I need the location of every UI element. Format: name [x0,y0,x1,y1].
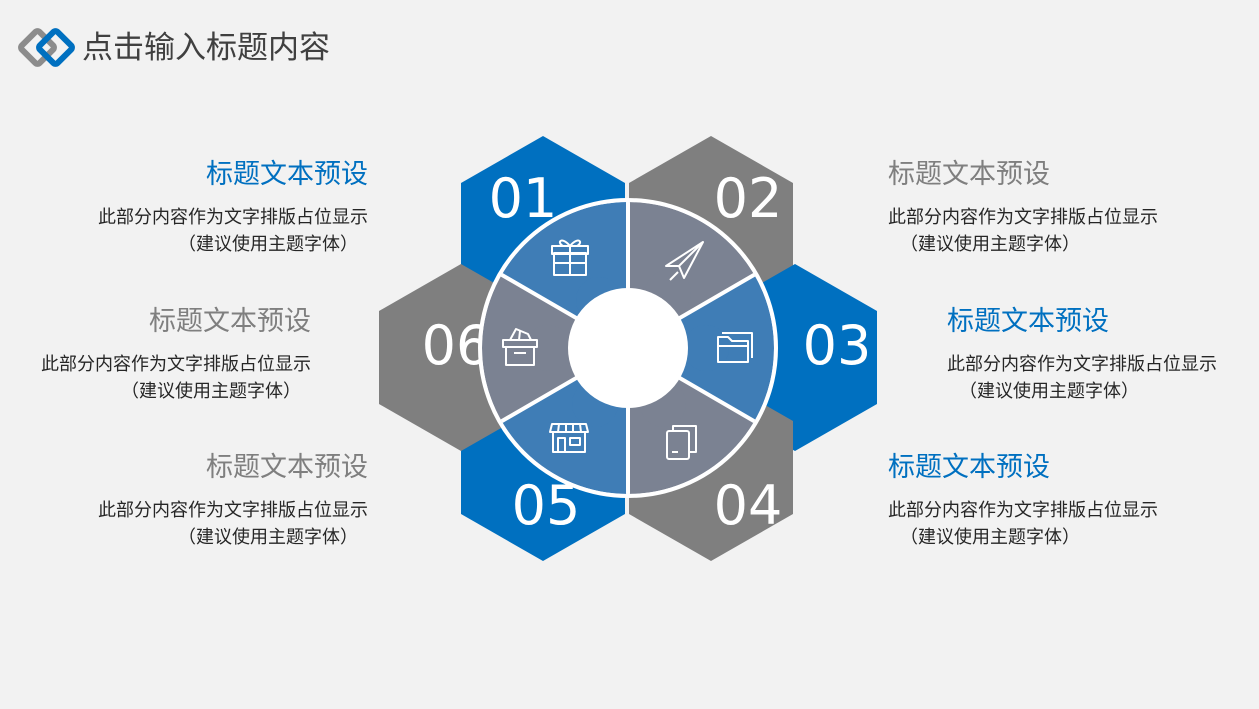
segment-desc-line1-05: 此部分内容作为文字排版占位显示 [98,500,368,521]
logo-icon [18,28,75,67]
segment-desc-line2-03: （建议使用主题字体） [959,381,1139,402]
segment-desc-line2-01: （建议使用主题字体） [178,234,358,255]
folder-icon [717,332,753,363]
segment-desc-line1-03: 此部分内容作为文字排版占位显示 [947,354,1217,375]
segment-number-01: 01 [489,167,558,230]
segment-desc-line2-05: （建议使用主题字体） [178,527,358,548]
segment-text-04: 标题文本预设 此部分内容作为文字排版占位显示 （建议使用主题字体） [888,451,1259,551]
segment-title-02: 标题文本预设 [888,159,1050,190]
gift-icon [551,239,589,276]
segment-title-04: 标题文本预设 [888,452,1050,483]
document-icon [666,425,697,460]
segment-desc-line1-02: 此部分内容作为文字排版占位显示 [888,207,1158,228]
box-icon [502,328,538,366]
paper-plane-icon [665,241,704,281]
segment-text-01: 标题文本预设 此部分内容作为文字排版占位显示 （建议使用主题字体） [0,158,368,258]
page-title: 点击输入标题内容 [82,30,330,66]
segment-number-03: 03 [803,314,872,377]
segment-title-06: 标题文本预设 [149,306,311,337]
segment-text-03: 标题文本预设 此部分内容作为文字排版占位显示 （建议使用主题字体） [947,305,1259,405]
segment-desc-line1-01: 此部分内容作为文字排版占位显示 [98,207,368,228]
segment-desc-line2-06: （建议使用主题字体） [121,381,301,402]
segment-desc-line2-02: （建议使用主题字体） [900,234,1080,255]
segment-text-05: 标题文本预设 此部分内容作为文字排版占位显示 （建议使用主题字体） [0,451,368,551]
segment-number-04: 04 [714,474,783,537]
segment-title-05: 标题文本预设 [206,452,368,483]
segment-desc-line2-04: （建议使用主题字体） [900,527,1080,548]
segment-desc-line1-06: 此部分内容作为文字排版占位显示 [41,354,311,375]
segment-title-03: 标题文本预设 [947,306,1109,337]
segment-title-01: 标题文本预设 [206,159,368,190]
segment-text-02: 标题文本预设 此部分内容作为文字排版占位显示 （建议使用主题字体） [888,158,1259,258]
segment-text-06: 标题文本预设 此部分内容作为文字排版占位显示 （建议使用主题字体） [0,305,311,405]
segment-number-02: 02 [714,167,783,230]
segment-desc-line1-04: 此部分内容作为文字排版占位显示 [888,500,1158,521]
center-hub [568,288,688,408]
store-icon [549,423,589,453]
